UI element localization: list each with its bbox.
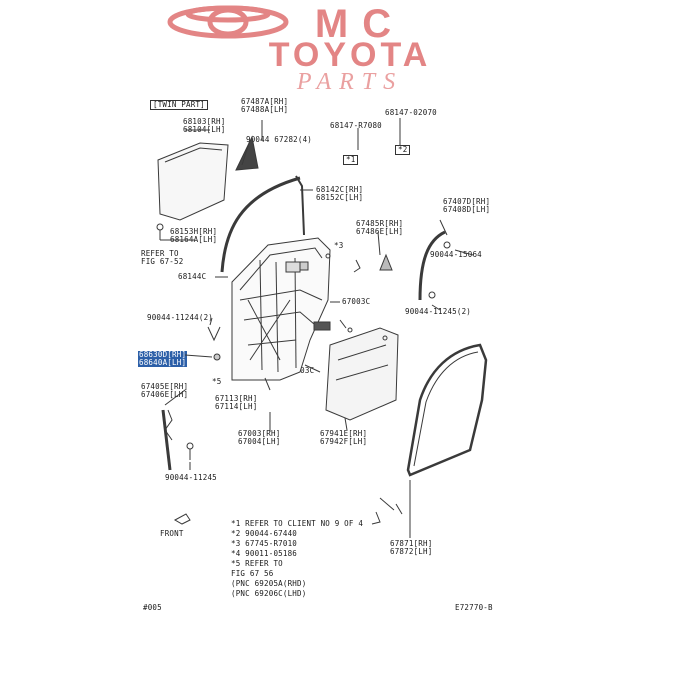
label-upper-trim[interactable]: 67487A[RH] 67488A[LH] (241, 98, 288, 114)
note-line: (PNC 69205A(RHD) (231, 579, 307, 588)
door-shell (231, 237, 331, 381)
watermark-parts: PARTS (296, 69, 404, 95)
notes-legend: *1 REFER TO CLIENT NO 9 OF 4 *2 90044-67… (231, 519, 363, 599)
label-hinge-lower[interactable]: 67405E[RH] 67406E[LH] (141, 383, 188, 399)
note-line: *4 90011-05186 (231, 549, 298, 558)
part-number: 67486E[LH] (356, 227, 404, 236)
label-bolt-bottom[interactable]: 90044-11245 (165, 473, 217, 482)
part-number: 67488A[LH] (241, 105, 289, 114)
label-hinge-top-a[interactable]: 68147-R7080 (330, 121, 382, 130)
label-door-panel[interactable]: 67003[RH] 67004[LH] (238, 430, 280, 446)
watermark-toyota: TOYOTA (268, 36, 432, 74)
run-channel (220, 176, 301, 273)
note-line: *2 90044-67440 (231, 529, 298, 538)
marker-star1: *1 (343, 155, 359, 165)
refer-text: FIG 67-52 (141, 257, 184, 266)
part-number-highlighted: 68640A[LH] (138, 358, 188, 367)
label-door-c1[interactable]: 67003C (342, 297, 371, 306)
part-number: 67871[RH] (390, 539, 433, 548)
part-number: 68152C[LH] (316, 193, 364, 202)
footer-code-right: E72770-B (455, 603, 493, 612)
part-number: 68103[RH] (183, 117, 226, 126)
label-service-highlight[interactable]: 68630D[RH] 68640A[LH] (138, 350, 188, 367)
weatherstrip-upper (418, 230, 446, 301)
part-number-highlighted: 68630D[RH] (138, 350, 188, 359)
corner-garnish (235, 135, 259, 171)
part-number: 68142C[RH] (316, 185, 364, 194)
label-check-arm[interactable]: 67113[RH] 67114[LH] (215, 395, 257, 411)
door-weatherstrip (406, 343, 488, 477)
part-number: 67941E[RH] (320, 429, 368, 438)
door-trim-panel (325, 327, 399, 421)
label-trim-board[interactable]: 67941E[RH] 67942F[LH] (320, 430, 367, 446)
refer-text: REFER TO (141, 249, 179, 258)
footer-code-left: #005 (143, 603, 162, 612)
label-clip-b[interactable]: 90044-15064 (430, 250, 482, 259)
marker-star5: *5 (212, 377, 222, 386)
part-number: 67405E[RH] (141, 382, 189, 391)
rear-glass (157, 142, 229, 221)
note-line: (PNC 69206C(LHD) (231, 589, 307, 598)
marker-star2: *2 (395, 145, 411, 155)
part-number: 67004[LH] (238, 437, 281, 446)
part-number: 68153H[RH] (170, 227, 218, 236)
note-line: *1 REFER TO CLIENT NO 9 OF 4 (231, 519, 364, 528)
part-number: 67114[LH] (215, 402, 258, 411)
note-line: FIG 67 56 (231, 569, 274, 578)
label-hinge-top-b[interactable]: 68147-02070 (385, 108, 437, 117)
part-number: 67407D[RH] (443, 197, 491, 206)
label-run-channel[interactable]: 68142C[RH] 68152C[LH] (316, 186, 363, 202)
label-garnish[interactable]: 67485R[RH] 67486E[LH] (356, 220, 403, 236)
watermark-mc: MC (314, 2, 406, 46)
label-front: FRONT (160, 529, 184, 538)
part-number: 67113[RH] (215, 394, 258, 403)
part-number: 67942F[LH] (320, 437, 368, 446)
label-frame[interactable]: 68144C (178, 272, 207, 281)
part-number: 67408D[LH] (443, 205, 491, 214)
part-number: 67872[LH] (390, 547, 433, 556)
header-box: [TWIN PART] (150, 100, 208, 110)
label-screw-mid[interactable]: 90044-11245(2) (405, 307, 472, 316)
label-refer[interactable]: REFER TO FIG 67-52 (141, 250, 183, 266)
part-number: 67406E[LH] (141, 390, 189, 399)
label-weatherstrip-main[interactable]: 67871[RH] 67872[LH] (390, 540, 432, 556)
front-arrow-icon (173, 513, 191, 525)
part-number: 67487A[RH] (241, 97, 289, 106)
note-line: *5 REFER TO (231, 559, 283, 568)
marker-star3: *3 (334, 241, 344, 250)
hinge-rod (161, 409, 172, 471)
label-screw-left[interactable]: 90044-11244(2) (147, 313, 214, 322)
part-number: 67003[RH] (238, 429, 281, 438)
label-weatherstrip-top[interactable]: 67407D[RH] 67408D[LH] (443, 198, 490, 214)
label-clip-upper[interactable]: 90044 67282(4) (246, 135, 313, 144)
part-number: 67485R[RH] (356, 219, 404, 228)
note-line: *3 67745-R7010 (231, 539, 298, 548)
toyota-emblem-icon (167, 5, 289, 39)
